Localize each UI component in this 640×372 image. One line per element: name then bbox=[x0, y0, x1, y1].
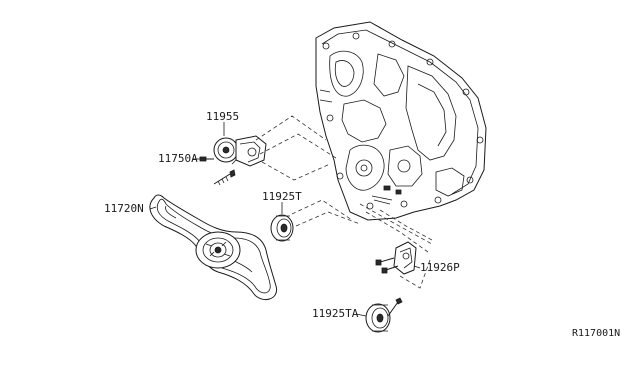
callout-11750a: 11750A bbox=[158, 152, 198, 165]
leader-lines bbox=[149, 122, 421, 317]
tensioner-bolt[interactable] bbox=[199, 156, 214, 162]
crank-pulley bbox=[195, 231, 241, 269]
tensioner-bolt-lower[interactable] bbox=[213, 169, 236, 186]
diagram-reference-code: R117001N bbox=[572, 328, 620, 339]
callout-11925ta: 11925TA bbox=[312, 307, 359, 320]
callout-11926p: 11926P bbox=[420, 261, 460, 274]
callout-11720n: 11720N bbox=[104, 202, 144, 215]
front-cover bbox=[315, 21, 487, 221]
idler-bracket[interactable] bbox=[393, 241, 417, 275]
belt-tensioner[interactable] bbox=[213, 135, 267, 167]
idler-pulley[interactable] bbox=[270, 214, 294, 242]
assembly-lines bbox=[255, 115, 433, 289]
bracket-bolt-lower[interactable] bbox=[381, 265, 399, 274]
callout-11955: 11955 bbox=[206, 110, 239, 123]
bracket-bolt[interactable] bbox=[375, 257, 395, 266]
idler-pulley-lower[interactable] bbox=[365, 297, 403, 333]
callout-11925t: 11925T bbox=[262, 190, 302, 203]
